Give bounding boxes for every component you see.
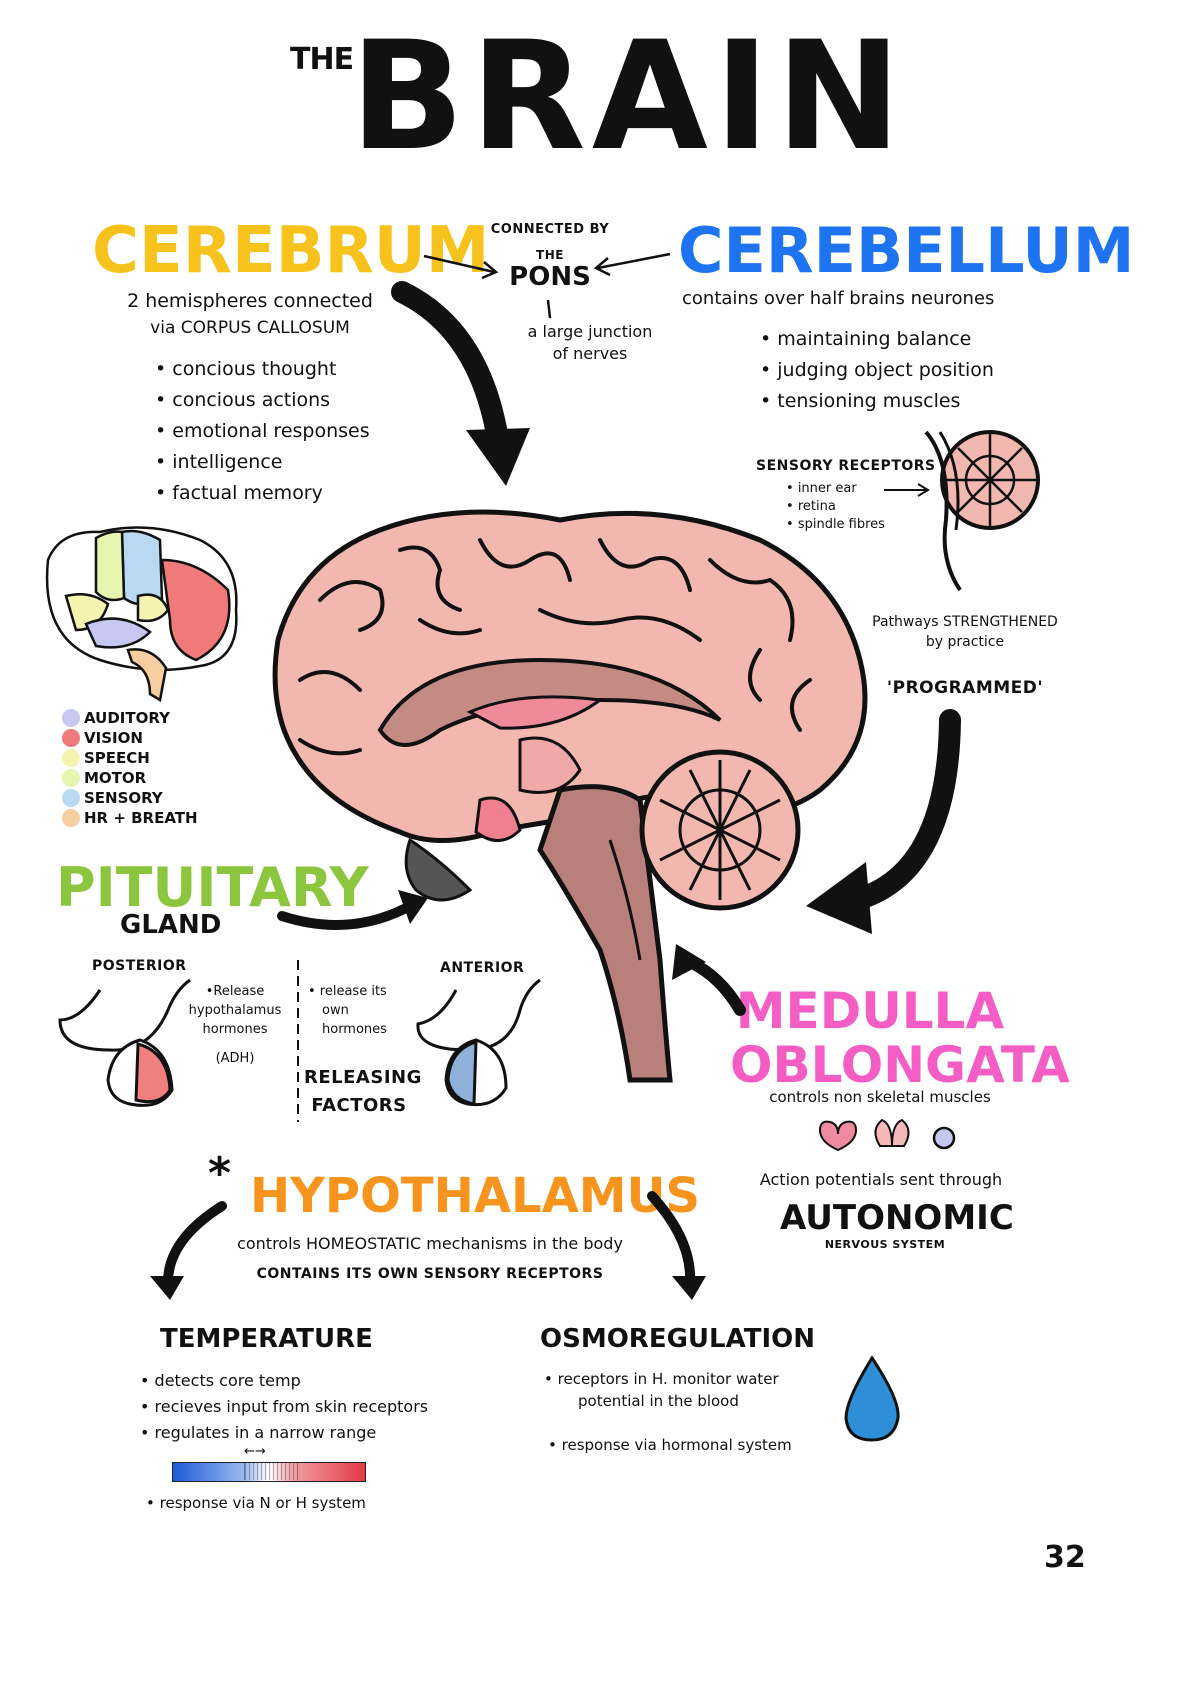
list-item: retina xyxy=(786,498,885,516)
curved-arrow-icon xyxy=(277,890,428,930)
medulla-action: Action potentials sent through xyxy=(759,1170,1003,1189)
releasing-factors: RELEASING FACTORS xyxy=(304,1067,422,1116)
cerebellum-folds xyxy=(659,760,781,900)
pathways-line-1: Pathways STRENGTHENED xyxy=(872,614,1058,630)
hypothalamus-star: * xyxy=(208,1148,232,1199)
programmed-label: 'PROGRAMMED' xyxy=(886,678,1044,698)
cerebellum-heading: CEREBELLUM xyxy=(678,214,1135,287)
cerebrum-desc-1: 2 hemispheres connected xyxy=(127,290,373,312)
cerebrum-heading: CEREBRUM xyxy=(92,214,490,288)
curved-arrow-icon xyxy=(672,944,746,1016)
anterior-label: ANTERIOR xyxy=(440,960,525,976)
pons-name: PONS xyxy=(509,262,591,292)
pons-the: THE xyxy=(536,248,564,262)
curved-arrow-icon xyxy=(150,1191,706,1300)
temperature-bullet-list: detects core temp recieves input from sk… xyxy=(140,1368,429,1446)
osmo-bullet-1: • receptors in H. monitor water xyxy=(544,1370,779,1388)
anterior-pituitary-icon xyxy=(416,978,541,1107)
list-item: tensioning muscles xyxy=(760,386,994,417)
posterior-label: POSTERIOR xyxy=(92,958,187,974)
cerebellum-nerve-icon xyxy=(924,430,1040,592)
legend-item: AUDITORY xyxy=(62,708,198,728)
legend-swatch xyxy=(62,809,80,827)
medulla-desc: controls non skeletal muscles xyxy=(769,1088,991,1106)
circle-icon xyxy=(932,1126,956,1150)
autonomic-label: AUTONOMIC xyxy=(780,1198,1014,1238)
page-title: BRAIN xyxy=(350,10,908,184)
curved-arrow-icon xyxy=(391,281,530,486)
pituitary-heading: PITUITARY xyxy=(56,856,369,919)
lungs-icon xyxy=(874,1118,910,1147)
list-item: concious actions xyxy=(155,385,370,416)
pons-desc-2: of nerves xyxy=(552,344,628,363)
list-item: judging object position xyxy=(760,355,994,386)
curved-arrow-icon xyxy=(806,709,961,934)
posterior-pituitary-icon xyxy=(58,978,191,1107)
title-the: THE xyxy=(290,42,354,77)
legend-swatch xyxy=(62,709,80,727)
legend-item: HR + BREATH xyxy=(62,808,198,828)
temperature-heading: TEMPERATURE xyxy=(160,1324,373,1354)
list-item: factual memory xyxy=(155,478,370,509)
pituitary-subheading: GLAND xyxy=(120,910,222,940)
list-item: detects core temp xyxy=(140,1368,428,1394)
posterior-text: •Release hypothalamus hormones (ADH) xyxy=(188,984,282,1066)
arrow-icon xyxy=(884,483,930,497)
hypothalamus-heading: HYPOTHALAMUS xyxy=(250,1168,701,1224)
list-item: concious thought xyxy=(155,354,370,385)
temperature-response-list: response via N or H system xyxy=(146,1494,366,1512)
temperature-range-bar xyxy=(172,1462,366,1482)
water-drop-icon xyxy=(844,1355,900,1442)
legend-item: VISION xyxy=(62,728,198,748)
list-item: response via N or H system xyxy=(146,1494,366,1512)
range-arrow-icon: ←→ xyxy=(244,1444,266,1459)
cerebellum-desc: contains over half brains neurones xyxy=(682,288,995,309)
osmoregulation-heading: OSMOREGULATION xyxy=(540,1324,815,1354)
legend-item: MOTOR xyxy=(62,768,198,788)
anterior-text: • release its own hormones xyxy=(308,984,387,1037)
pons-connected-by: CONNECTED BY xyxy=(490,222,610,237)
list-item: maintaining balance xyxy=(760,324,994,355)
list-item: recieves input from skin receptors xyxy=(140,1394,429,1420)
legend-swatch xyxy=(62,789,80,807)
legend-item: SPEECH xyxy=(62,748,198,768)
narrow-range-marker xyxy=(244,1462,298,1480)
pathways-line-2: by practice xyxy=(925,634,1005,650)
osmo-bullet-2: • response via hormonal system xyxy=(548,1436,792,1454)
nervous-system-label: NERVOUS SYSTEM xyxy=(824,1238,946,1251)
legend-item: SENSORY xyxy=(62,788,198,808)
legend-swatch xyxy=(62,769,80,787)
legend-swatch xyxy=(62,729,80,747)
brain-region-legend: AUDITORY VISION SPEECH MOTOR SENSORY HR … xyxy=(62,708,198,828)
arrow-icon xyxy=(423,252,671,319)
cerebrum-desc-2: via CORPUS CALLOSUM xyxy=(150,318,350,338)
page-number: 32 xyxy=(1044,1540,1086,1575)
brain-folds xyxy=(298,538,812,756)
list-item: intelligence xyxy=(155,447,370,478)
list-item: regulates in a narrow range xyxy=(140,1420,428,1446)
osmo-bullet-1-cont: potential in the blood xyxy=(578,1392,739,1410)
receptor-list: inner ear retina spindle fibres xyxy=(786,480,885,534)
pons-desc-1: a large junction xyxy=(527,322,653,341)
lobed-brain-diagram xyxy=(45,526,238,702)
hypothalamus-desc-2: CONTAINS ITS OWN SENSORY RECEPTORS xyxy=(256,1266,604,1282)
list-item: emotional responses xyxy=(155,416,369,447)
sensory-receptors-title: SENSORY RECEPTORS xyxy=(756,458,936,474)
hypothalamus-desc-1: controls HOMEOSTATIC mechanisms in the b… xyxy=(237,1234,623,1253)
heart-icon xyxy=(818,1120,858,1152)
legend-swatch xyxy=(62,749,80,767)
list-item: spindle fibres xyxy=(786,516,885,534)
cerebellum-bullet-list: maintaining balance judging object posit… xyxy=(760,324,994,417)
brain-diagram xyxy=(272,509,868,1083)
list-item: inner ear xyxy=(786,480,885,498)
cerebrum-bullet-list: concious thought concious actions emotio… xyxy=(155,354,370,509)
